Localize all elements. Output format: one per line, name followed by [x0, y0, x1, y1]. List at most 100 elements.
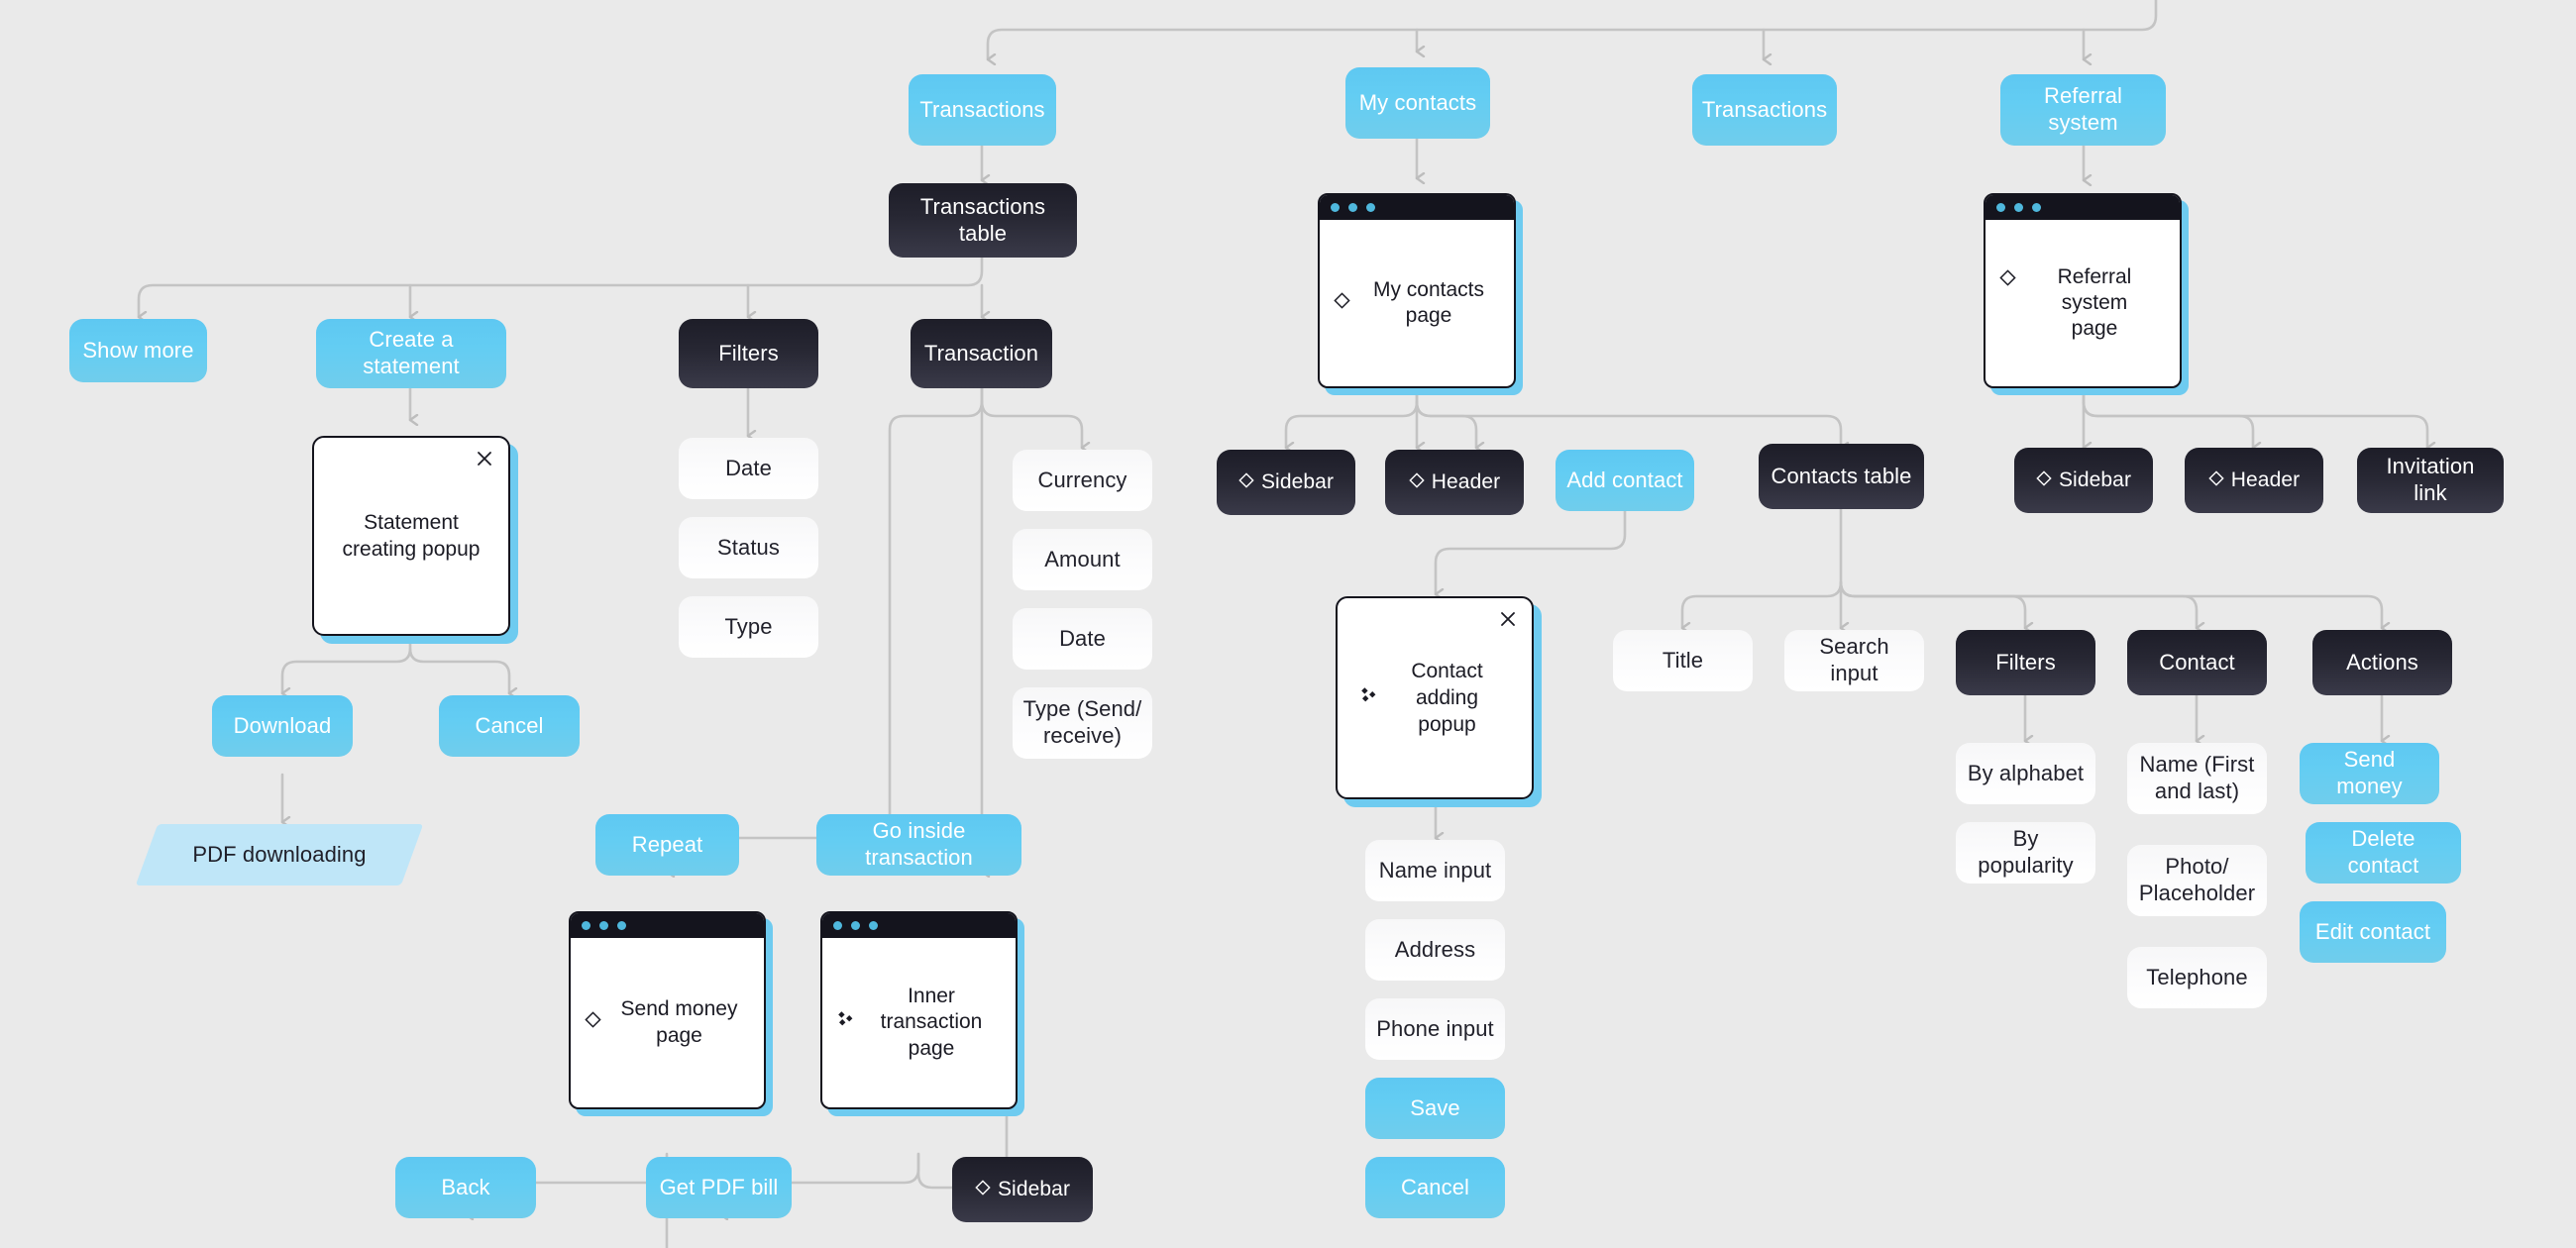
node-label: Date: [725, 455, 772, 480]
node-show-more[interactable]: Show more: [69, 319, 207, 382]
diamond-outline-icon: [1238, 469, 1254, 495]
top-node-transactions-left[interactable]: Transactions: [909, 74, 1056, 146]
node-label: Filters: [1995, 649, 2056, 675]
node-label: Edit contact: [2314, 918, 2431, 944]
node-invitation-link[interactable]: Invitation link: [2357, 448, 2504, 513]
node-referral-sidebar[interactable]: Sidebar: [2014, 448, 2153, 513]
node-label: Address: [1394, 936, 1476, 962]
node-field-amount[interactable]: Amount: [1013, 529, 1152, 590]
top-node-label: Referral system: [2043, 83, 2123, 135]
node-column-title[interactable]: Title: [1613, 630, 1753, 691]
node-filter-status[interactable]: Status: [679, 517, 818, 578]
window-body: Inner transaction page: [822, 938, 1016, 1107]
node-address-input[interactable]: Address: [1365, 919, 1505, 981]
node-cancel-statement[interactable]: Cancel: [439, 695, 580, 757]
node-go-inside-transaction[interactable]: Go inside transaction: [816, 814, 1021, 876]
node-repeat[interactable]: Repeat: [595, 814, 739, 876]
node-label: Telephone: [2146, 964, 2248, 989]
node-referral-header[interactable]: Header: [2185, 448, 2323, 513]
top-node-label: My contacts: [1358, 89, 1477, 115]
node-filters-transactions[interactable]: Filters: [679, 319, 818, 388]
diamond-outline-icon: [1999, 267, 2016, 293]
popup-contact-adding[interactable]: Contact adding popup: [1336, 596, 1534, 799]
window-dot-icon: [869, 921, 878, 930]
node-label: Transaction: [923, 340, 1039, 365]
node-add-contact[interactable]: Add contact: [1556, 450, 1694, 511]
node-filter-date[interactable]: Date: [679, 438, 818, 499]
node-name-input[interactable]: Name input: [1365, 840, 1505, 901]
close-icon[interactable]: [475, 449, 494, 468]
window-inner-transaction-page[interactable]: Inner transaction page: [820, 911, 1018, 1109]
window-dot-icon: [2032, 203, 2041, 212]
top-node-referral-system[interactable]: Referral system: [2000, 74, 2166, 146]
node-label: Type: [724, 613, 773, 639]
node-column-filters[interactable]: Filters: [1956, 630, 2095, 695]
node-contact-name[interactable]: Name (First and last): [2127, 743, 2267, 814]
node-cancel-contact[interactable]: Cancel: [1365, 1157, 1505, 1218]
node-column-contact[interactable]: Contact: [2127, 630, 2267, 695]
window-dot-icon: [2014, 203, 2023, 212]
window-my-contacts-page[interactable]: My contacts page: [1318, 193, 1516, 388]
node-get-pdf-bill[interactable]: Get PDF bill: [646, 1157, 792, 1218]
node-field-date[interactable]: Date: [1013, 608, 1152, 670]
window-send-money-page[interactable]: Send money page: [569, 911, 766, 1109]
window-dot-icon: [599, 921, 608, 930]
node-transactions-table[interactable]: Transactions table: [889, 183, 1077, 258]
node-label: Get PDF bill: [659, 1174, 779, 1199]
popup-label: Statement creating popup: [342, 510, 481, 561]
node-label: Repeat: [631, 831, 703, 857]
node-back[interactable]: Back: [395, 1157, 536, 1218]
node-inner-sidebar[interactable]: Sidebar: [952, 1157, 1093, 1222]
node-label: By popularity: [1978, 826, 2074, 878]
top-node-transactions-right[interactable]: Transactions: [1692, 74, 1837, 146]
node-label: Send money: [2336, 747, 2403, 798]
window-label: My contacts page: [1334, 277, 1500, 330]
window-referral-system-page[interactable]: Referral system page: [1984, 193, 2182, 388]
node-column-search-input[interactable]: Search input: [1784, 630, 1924, 691]
popup-statement-creating[interactable]: Statement creating popup: [312, 436, 510, 636]
diamond-outline-icon: [585, 1009, 601, 1035]
diamond-outline-icon: [975, 1177, 991, 1202]
node-label: Download: [233, 712, 332, 738]
node-contact-telephone[interactable]: Telephone: [2127, 947, 2267, 1008]
node-column-actions[interactable]: Actions: [2312, 630, 2452, 695]
top-node-label: Transactions: [919, 96, 1045, 122]
window-dot-icon: [617, 921, 626, 930]
window-dot-icon: [833, 921, 842, 930]
node-label: Contact: [2159, 649, 2235, 675]
node-filter-by-popularity[interactable]: By popularity: [1956, 822, 2095, 884]
node-label: Currency: [1037, 467, 1127, 492]
node-label: By alphabet: [1967, 760, 2085, 785]
node-field-type-send-receive[interactable]: Type (Send/ receive): [1013, 687, 1152, 759]
node-filter-by-alphabet[interactable]: By alphabet: [1956, 743, 2095, 804]
diamond-cluster-icon: [836, 1009, 854, 1035]
node-field-currency[interactable]: Currency: [1013, 450, 1152, 511]
node-save-contact[interactable]: Save: [1365, 1078, 1505, 1139]
node-label: Go inside transaction: [865, 818, 973, 870]
node-label: Invitation link: [2386, 454, 2475, 505]
node-label: Back: [441, 1174, 490, 1199]
node-contacts-table[interactable]: Contacts table: [1759, 444, 1924, 509]
node-create-a-statement[interactable]: Create a statement: [316, 319, 506, 388]
close-icon[interactable]: [1498, 609, 1518, 629]
top-node-label: Transactions: [1701, 96, 1828, 122]
window-body: Send money page: [571, 938, 764, 1107]
node-action-edit-contact[interactable]: Edit contact: [2300, 901, 2446, 963]
node-contacts-sidebar[interactable]: Sidebar: [1217, 450, 1355, 515]
node-action-delete-contact[interactable]: Delete contact: [2306, 822, 2461, 884]
node-label: Transactions table: [919, 193, 1046, 246]
node-phone-input[interactable]: Phone input: [1365, 998, 1505, 1060]
node-action-send-money[interactable]: Send money: [2300, 743, 2439, 804]
window-titlebar: [1986, 195, 2180, 220]
top-node-my-contacts[interactable]: My contacts: [1345, 67, 1490, 139]
node-pdf-downloading: PDF downloading: [135, 824, 424, 885]
diamond-cluster-icon: [1359, 684, 1377, 711]
node-transaction[interactable]: Transaction: [911, 319, 1052, 388]
node-contacts-header[interactable]: Header: [1385, 450, 1524, 515]
node-download[interactable]: Download: [212, 695, 353, 757]
window-dot-icon: [1348, 203, 1357, 212]
node-contact-photo[interactable]: Photo/ Placeholder: [2127, 845, 2267, 916]
window-dot-icon: [582, 921, 590, 930]
node-filter-type[interactable]: Type: [679, 596, 818, 658]
node-label-wrap: Header: [2208, 468, 2300, 493]
